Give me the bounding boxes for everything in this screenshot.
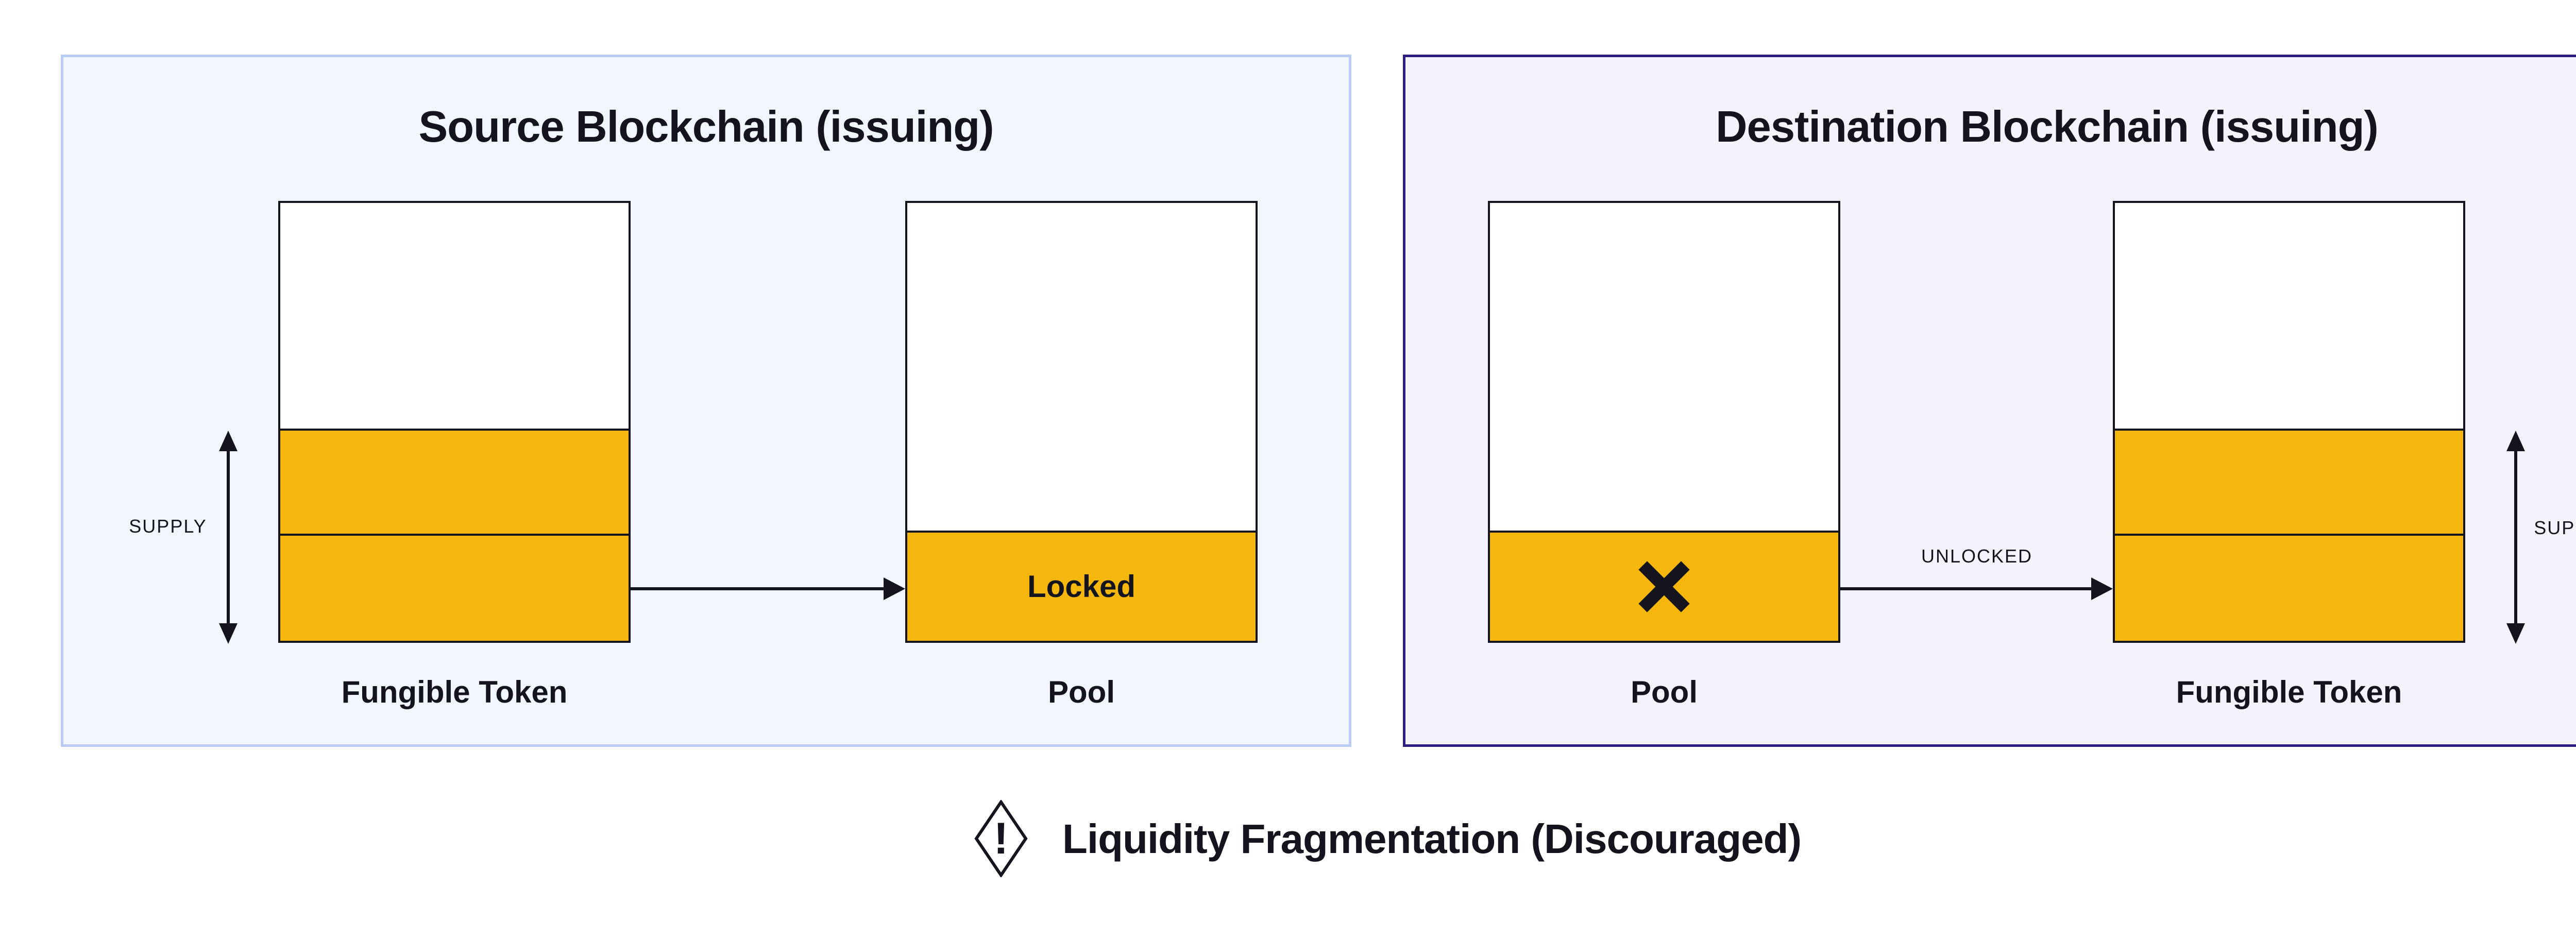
- bar-section-supply-upper: [280, 429, 629, 534]
- bar-section-crossed: [1490, 531, 1838, 641]
- bar-section-locked: Locked: [907, 531, 1256, 641]
- source-pool-label: Pool: [1048, 675, 1115, 709]
- destination-supply-label: SUPPLY: [2534, 517, 2576, 538]
- destination-fungible-token-label: Fungible Token: [2176, 675, 2402, 709]
- bar-section-supply-lower: [280, 534, 629, 641]
- source-panel-title: Source Blockchain (issuing): [418, 103, 994, 151]
- locked-label: Locked: [1027, 569, 1136, 604]
- arrow-line: [1840, 587, 2095, 590]
- bar-section-supply-lower: [2115, 534, 2463, 641]
- source-pool-bar: Locked: [905, 201, 1258, 643]
- arrow-line: [2514, 446, 2517, 628]
- warning-exclamation-glyph: !: [994, 814, 1009, 863]
- arrow-line: [227, 446, 230, 628]
- unlock-transfer-arrow-icon: [1840, 576, 2113, 601]
- unlocked-label: UNLOCKED: [1921, 545, 2033, 567]
- arrow-head-down-icon: [219, 623, 238, 644]
- source-fungible-token-label: Fungible Token: [341, 675, 568, 709]
- bar-section-empty: [280, 203, 629, 429]
- bar-section-empty: [1490, 203, 1838, 531]
- arrow-head-right-icon: [884, 577, 905, 600]
- arrow-line: [631, 587, 888, 590]
- caption-text: Liquidity Fragmentation (Discouraged): [1062, 816, 1802, 862]
- arrow-head-right-icon: [2091, 577, 2113, 600]
- bar-section-supply-upper: [2115, 429, 2463, 534]
- warning-diamond-icon: !: [974, 800, 1028, 877]
- destination-pool-label: Pool: [1631, 675, 1698, 709]
- bar-section-empty: [907, 203, 1256, 531]
- bar-section-empty: [2115, 203, 2463, 429]
- source-fungible-token-bar: [278, 201, 631, 643]
- arrow-head-down-icon: [2506, 623, 2525, 644]
- destination-panel-title: Destination Blockchain (issuing): [1716, 103, 2379, 151]
- source-supply-double-arrow-icon: [219, 431, 238, 644]
- x-icon: [1638, 561, 1690, 612]
- destination-pool-bar: [1488, 201, 1840, 643]
- source-supply-label: SUPPLY: [129, 516, 207, 537]
- lock-transfer-arrow-icon: [631, 576, 905, 601]
- destination-fungible-token-bar: [2113, 201, 2465, 643]
- destination-supply-double-arrow-icon: [2506, 431, 2525, 644]
